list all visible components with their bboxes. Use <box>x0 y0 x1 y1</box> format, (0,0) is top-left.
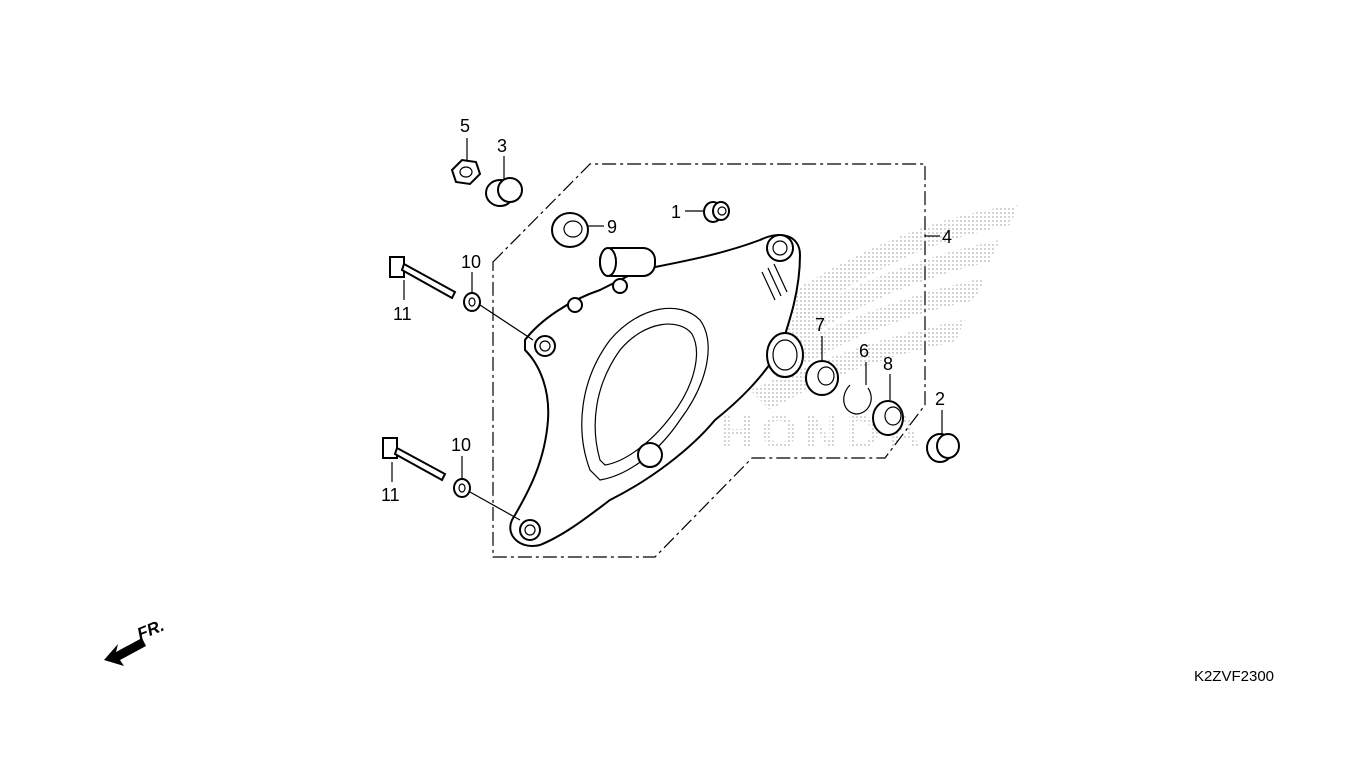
part-10-washer-lower <box>453 478 471 498</box>
part-10-washer-upper <box>463 292 481 312</box>
callout-6: 6 <box>859 341 869 361</box>
callout-2: 2 <box>935 389 945 409</box>
callout-3: 3 <box>497 136 507 156</box>
callout-9: 9 <box>607 217 617 237</box>
callout-5: 5 <box>460 116 470 136</box>
part-7-bearing <box>805 360 839 396</box>
front-direction-indicator: FR. <box>104 616 167 666</box>
honda-wing-logo-watermark: HONDA <box>720 205 1018 458</box>
callout-8: 8 <box>883 354 893 374</box>
callout-4: 4 <box>942 227 952 247</box>
part-1-collar <box>703 201 730 223</box>
callout-11-upper: 11 <box>393 304 412 324</box>
front-label: FR. <box>134 616 167 644</box>
rear-swingarm-body <box>509 234 804 547</box>
callout-10-lower: 10 <box>451 435 471 455</box>
part-6-circlip <box>843 384 872 415</box>
drawing-code: K2ZVF2300 <box>1193 668 1274 685</box>
callout-1: 1 <box>671 202 681 222</box>
part-2-collar <box>926 433 960 463</box>
callout-10-upper: 10 <box>461 252 481 272</box>
part-5-nut <box>450 158 482 186</box>
part-11-bolt-upper <box>389 256 457 300</box>
part-11-bolt-lower <box>382 437 447 482</box>
part-3-bushing <box>485 177 523 207</box>
assembly-boundary <box>492 163 926 558</box>
leader-lines <box>391 138 943 521</box>
part-9-bearing <box>551 212 589 248</box>
callout-11-lower: 11 <box>381 485 400 505</box>
part-8-bearing <box>872 400 904 436</box>
callout-7: 7 <box>815 315 825 335</box>
